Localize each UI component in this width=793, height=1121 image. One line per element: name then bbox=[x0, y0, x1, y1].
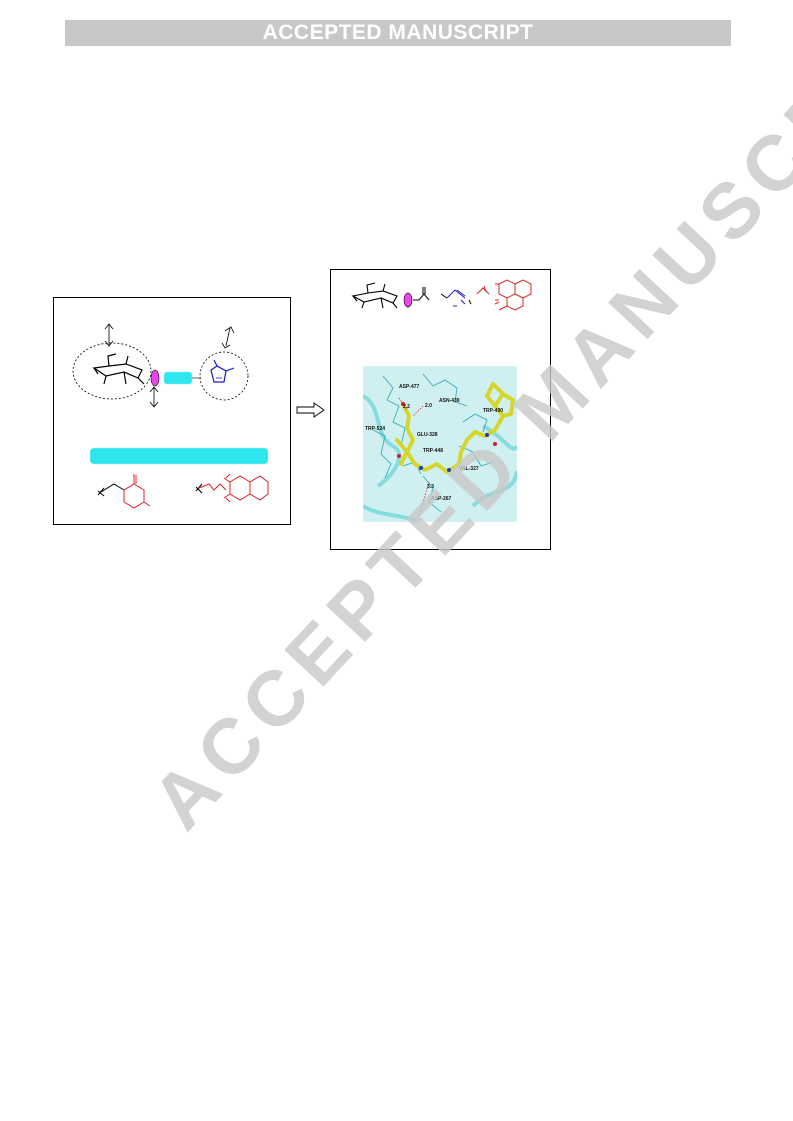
linker-oval bbox=[403, 292, 413, 308]
molecular-docking-image: ASP-477 ASN-439 TRP-490 TRP-524 GLU-328 … bbox=[363, 366, 517, 522]
benzyl-substituent-structure bbox=[97, 474, 151, 509]
linker-bar bbox=[163, 371, 193, 385]
design-strategy-panel bbox=[53, 297, 291, 525]
azole-ring-structure bbox=[210, 359, 235, 383]
residue-label: TRP-448 bbox=[423, 448, 443, 454]
residue-label: TRP-490 bbox=[483, 408, 503, 414]
double-arrow-icon bbox=[104, 323, 114, 347]
sugar-ring-structure bbox=[351, 282, 398, 309]
sugar-region-ellipse bbox=[72, 342, 152, 400]
double-arrow-icon bbox=[149, 386, 159, 408]
sugar-ring-structure bbox=[92, 353, 145, 385]
naphthalimide-structure bbox=[476, 279, 532, 311]
spacer-bar bbox=[89, 447, 269, 465]
right-arrow-icon bbox=[296, 402, 325, 418]
distance-label: 2.0 bbox=[425, 403, 432, 409]
residue-label: ASN-439 bbox=[439, 398, 460, 404]
residue-label: VAL-327 bbox=[459, 466, 479, 472]
distance-label: 2.2 bbox=[403, 404, 410, 410]
compound-structure-graphic bbox=[351, 279, 532, 311]
linker-chain-structure bbox=[413, 287, 430, 301]
triazole-chain-structure bbox=[440, 289, 472, 307]
double-arrow-icon bbox=[221, 326, 235, 349]
azole-region-circle bbox=[199, 351, 249, 401]
residue-label: TRP-524 bbox=[365, 426, 385, 432]
residue-label: ASP-267 bbox=[431, 496, 452, 502]
linker-oval bbox=[150, 369, 160, 387]
residue-label: ASP-477 bbox=[399, 384, 420, 390]
naphthalimide-substituent-structure bbox=[195, 473, 269, 503]
design-strategy-graphic bbox=[72, 323, 269, 509]
docking-result-panel: ASP-477 ASN-439 TRP-490 TRP-524 GLU-328 … bbox=[330, 269, 551, 550]
accepted-manuscript-banner: ACCEPTED MANUSCRIPT bbox=[65, 20, 731, 46]
distance-label: 3.3 bbox=[427, 484, 434, 490]
residue-label: GLU-328 bbox=[417, 432, 438, 438]
